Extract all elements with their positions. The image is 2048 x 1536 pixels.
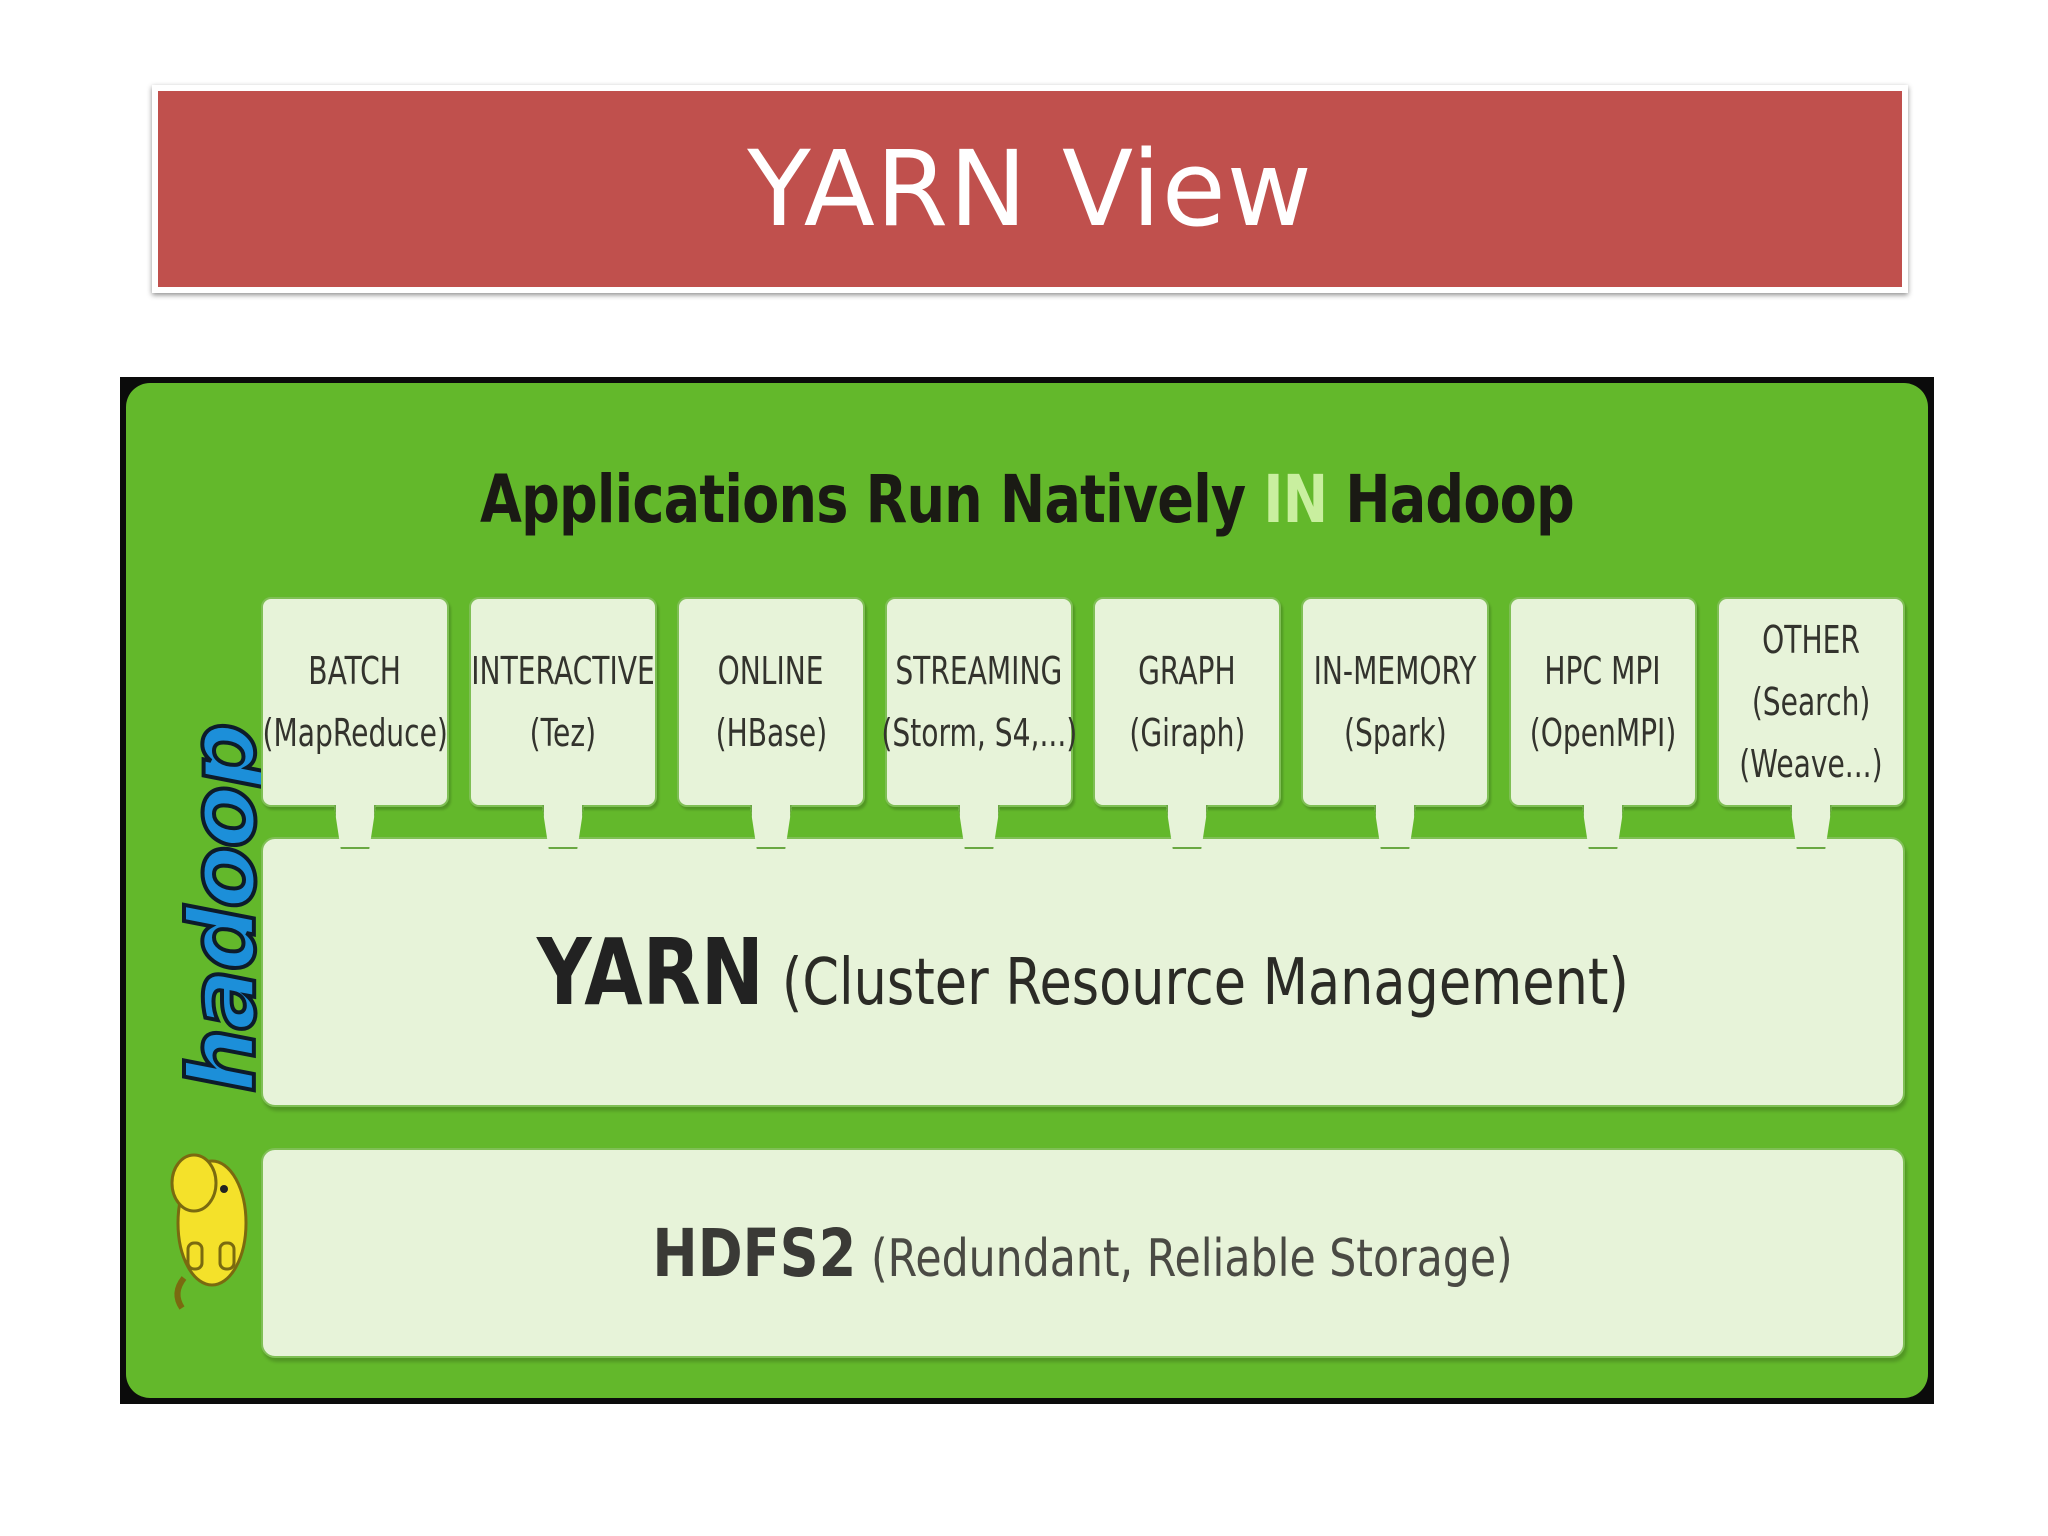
yarn-description: (Cluster Resource Management) — [782, 945, 1630, 1020]
app-label: ONLINE — [718, 649, 824, 693]
app-example: (Tez) — [529, 711, 597, 755]
app-box-graph: GRAPH (Giraph) — [1093, 597, 1281, 807]
app-example-extra: (Weave...) — [1739, 742, 1883, 786]
app-box-batch: BATCH (MapReduce) — [261, 597, 449, 807]
hdfs-label: HDFS2 — [652, 1214, 857, 1292]
app-connector-tab — [1166, 805, 1208, 849]
hadoop-panel: Applications Run Natively IN Hadoop hado… — [126, 383, 1928, 1398]
app-connector-tab — [750, 805, 792, 849]
app-connector-tab — [542, 805, 584, 849]
hadoop-logo: hadoop — [164, 673, 278, 1313]
app-label: STREAMING — [895, 649, 1063, 693]
app-label: OTHER — [1762, 618, 1860, 662]
yarn-layer: YARN (Cluster Resource Management) — [261, 837, 1905, 1107]
slide-title: YARN View — [747, 128, 1313, 250]
app-label: HPC MPI — [1544, 649, 1662, 693]
app-box-streaming: STREAMING (Storm, S4,...) — [881, 597, 1077, 807]
hadoop-wordmark: hadoop — [167, 723, 278, 1095]
app-connector-tab — [334, 805, 376, 849]
hdfs-layer: HDFS2 (Redundant, Reliable Storage) — [261, 1148, 1905, 1358]
app-box-in-memory: IN-MEMORY (Spark) — [1301, 597, 1489, 807]
app-example: (HBase) — [715, 711, 827, 755]
app-box-interactive: INTERACTIVE (Tez) — [469, 597, 657, 807]
app-label: IN-MEMORY — [1313, 649, 1477, 693]
yarn-label: YARN — [536, 918, 765, 1026]
app-connector-tab — [958, 805, 1000, 849]
app-label: INTERACTIVE — [471, 649, 655, 693]
heading-emphasis: IN — [1263, 461, 1328, 538]
app-connector-tab — [1374, 805, 1416, 849]
app-label: GRAPH — [1138, 649, 1236, 693]
app-box-online: ONLINE (HBase) — [677, 597, 865, 807]
hadoop-elephant-icon — [170, 1153, 248, 1310]
app-example: (Search) — [1751, 680, 1871, 724]
app-connector-tab — [1582, 805, 1624, 849]
heading-prefix: Applications Run Natively — [480, 461, 1264, 538]
app-example: (OpenMPI) — [1529, 711, 1677, 755]
heading-suffix: Hadoop — [1327, 461, 1575, 538]
app-example: (MapReduce) — [262, 711, 448, 755]
app-example: (Giraph) — [1128, 711, 1246, 755]
app-box-other: OTHER (Search) (Weave...) — [1717, 597, 1905, 807]
applications-heading: Applications Run Natively IN Hadoop — [288, 461, 1766, 538]
title-banner: YARN View — [152, 85, 1908, 293]
hdfs-description: (Redundant, Reliable Storage) — [871, 1228, 1514, 1289]
yarn-diagram: Applications Run Natively IN Hadoop hado… — [120, 377, 1934, 1404]
app-box-hpc-mpi: HPC MPI (OpenMPI) — [1509, 597, 1697, 807]
app-example: (Spark) — [1343, 711, 1447, 755]
app-label: BATCH — [308, 649, 402, 693]
app-example: (Storm, S4,...) — [881, 711, 1077, 755]
app-connector-tab — [1790, 805, 1832, 849]
